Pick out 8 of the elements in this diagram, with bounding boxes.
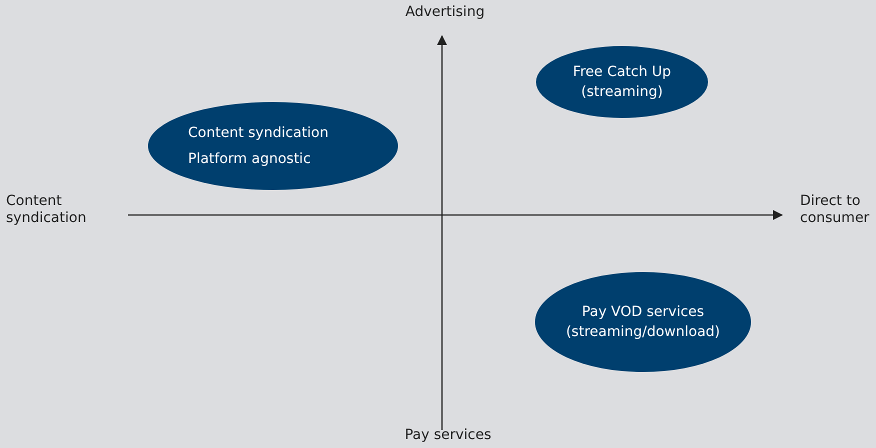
quadrant-label: Pay VOD services (streaming/download) [564, 303, 722, 342]
axis-label: Pay services [404, 427, 492, 444]
axis-label: Content syndication [6, 193, 88, 227]
quadrant-label: Platform agnostic [188, 150, 311, 169]
quadrant-label: Free Catch Up (streaming) [572, 63, 672, 102]
axis-label: Advertising [404, 4, 486, 21]
quadrant-label: Content syndication [188, 124, 328, 143]
axis-label: Direct to consumer [800, 193, 870, 227]
